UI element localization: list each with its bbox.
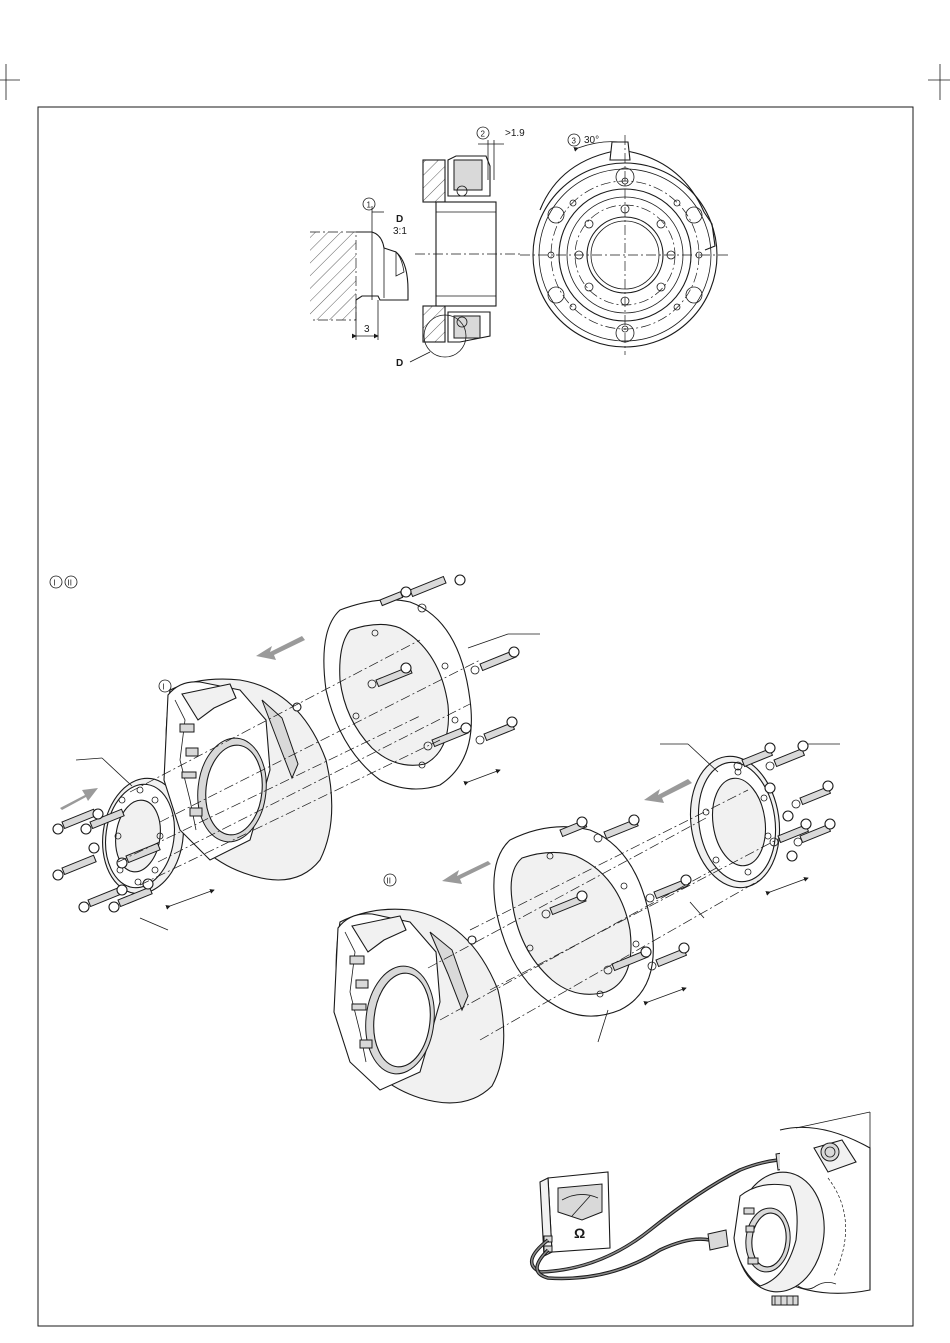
clamping-ring-ii xyxy=(660,744,840,893)
ohmmeter: Ω xyxy=(540,1172,610,1256)
variant-marker-2: II xyxy=(68,579,72,588)
motor-with-encoder xyxy=(730,1112,870,1305)
sectional-view: 1 D 3:1 3 2 >1.9 xyxy=(310,127,730,369)
detail-marker: D xyxy=(396,358,403,369)
crop-marks xyxy=(0,64,950,100)
dim-depth: 3 xyxy=(364,324,370,335)
detail-scale: 3:1 xyxy=(393,226,407,237)
variant-label-1: I xyxy=(163,683,165,692)
encoder-ii: II xyxy=(334,874,504,1103)
resistance-test-view: Ω xyxy=(532,1112,870,1305)
callout-1: 1 xyxy=(367,201,372,210)
callout-3: 3 xyxy=(572,137,577,146)
callout-2: 2 xyxy=(481,130,486,139)
encoder-i: I xyxy=(159,679,332,880)
detail-label: D xyxy=(396,214,403,225)
dim-angle: 30° xyxy=(584,135,599,146)
encoder-front-view: 3 30° xyxy=(520,134,730,355)
mounting-flange-i xyxy=(324,600,540,789)
variant-marker-group: I II xyxy=(50,576,77,588)
variant-label-2: II xyxy=(387,877,391,886)
encoder-cross-section: 2 >1.9 D xyxy=(396,127,525,369)
detail-d-enlarged: 1 D 3:1 3 xyxy=(310,198,408,340)
variant-marker-1: I xyxy=(54,579,56,588)
dim-gap: >1.9 xyxy=(505,128,525,139)
assembly-view: I II xyxy=(50,575,840,1103)
meter-symbol: Ω xyxy=(574,1225,585,1241)
